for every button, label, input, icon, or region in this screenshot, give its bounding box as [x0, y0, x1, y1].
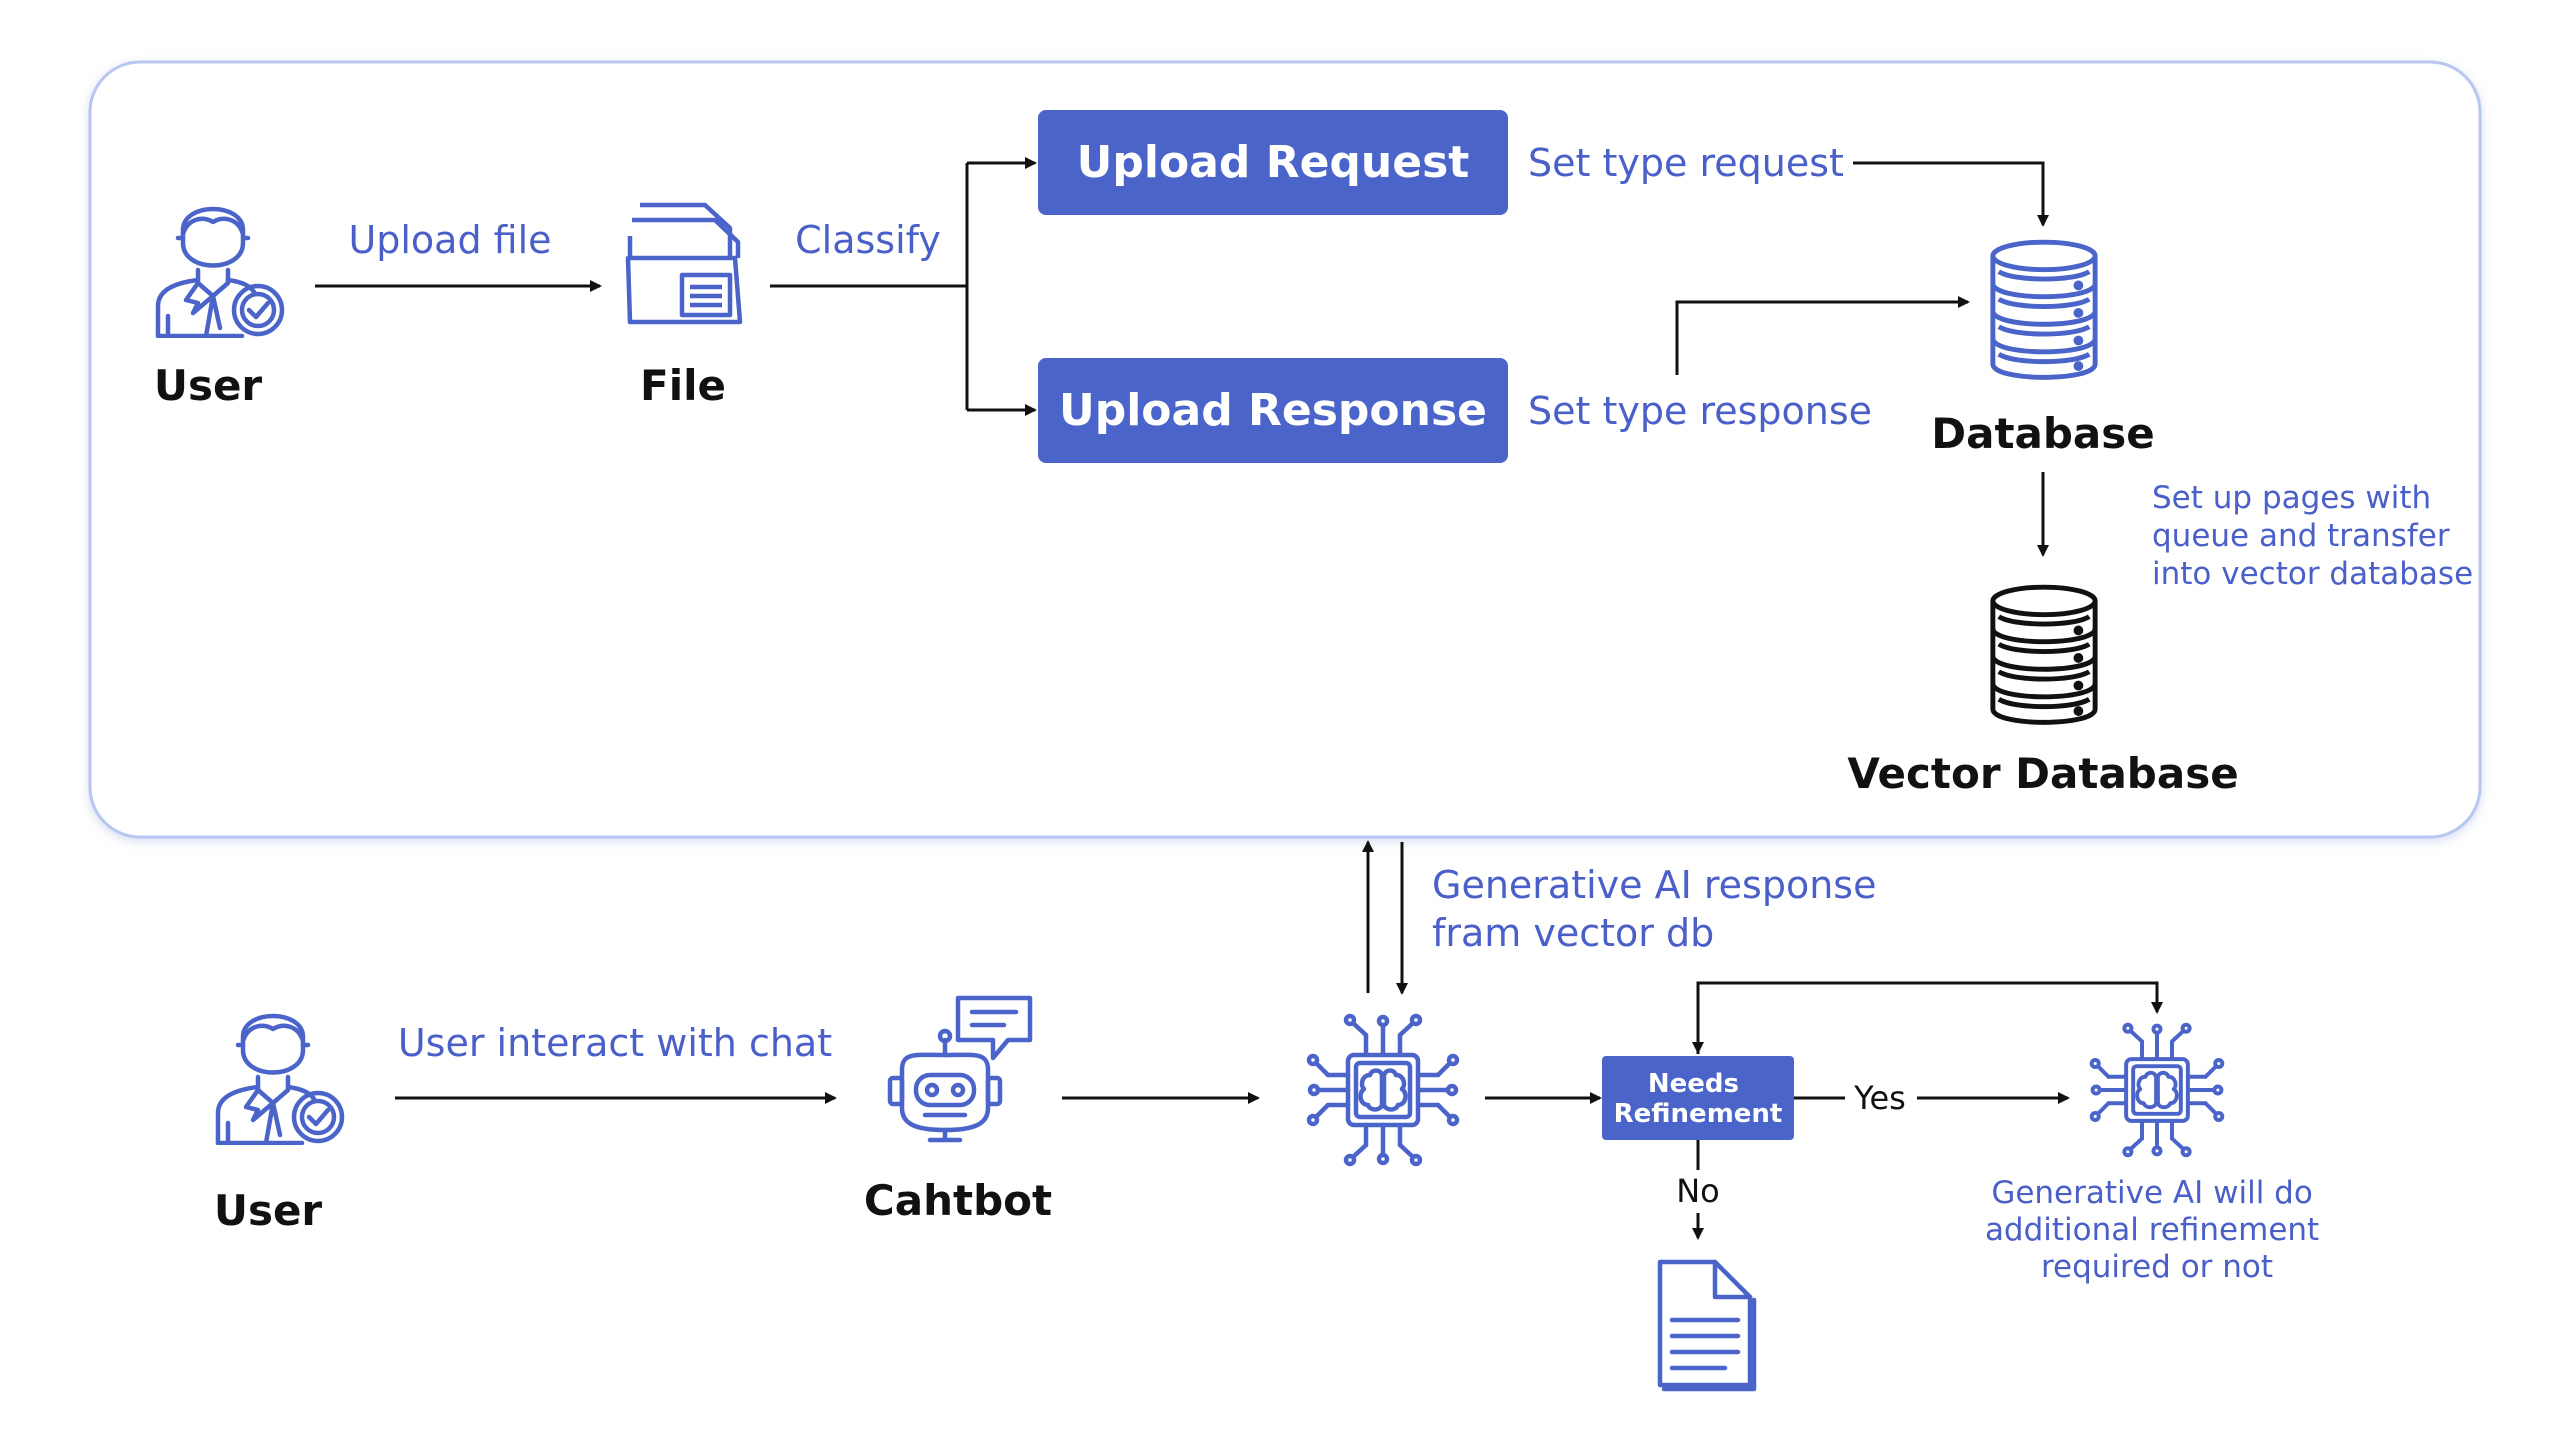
needs-refinement-line-2: Refinement [1614, 1099, 1783, 1129]
ai-chip-icon [1309, 1016, 1457, 1164]
refinement-note-line-3: required or not [2041, 1249, 2273, 1285]
user-interact-label: User interact with chat [398, 1021, 832, 1065]
classify-label: Classify [795, 218, 941, 262]
chatbot-label: Cahtbot [864, 1176, 1052, 1225]
refinement-note: Generative AI will do additional refinem… [1985, 1175, 2329, 1285]
genai-response-note: Generative AI response fram vector db [1432, 863, 1889, 955]
refinement-loop-arrow [1696, 981, 2163, 1054]
upload-response-label: Upload Response [1059, 385, 1487, 436]
set-type-response-label: Set type response [1528, 389, 1872, 433]
genai-response-line-2: fram vector db [1432, 911, 1714, 955]
upload-response-button[interactable]: Upload Response [1038, 358, 1508, 463]
refinement-note-line-2: additional refinement [1985, 1212, 2319, 1248]
yes-label: Yes [1853, 1079, 1906, 1117]
set-type-request-label: Set type request [1528, 141, 1844, 185]
user-icon [218, 1016, 342, 1143]
top-user-label: User [154, 361, 263, 410]
response-to-database-arrow [1675, 296, 1970, 375]
genai-response-line-1: Generative AI response [1432, 863, 1876, 907]
setup-note: Set up pages with queue and transfer int… [2152, 480, 2473, 592]
setup-note-line-2: queue and transfer [2152, 518, 2450, 554]
bottom-user-label: User [214, 1186, 323, 1235]
database-label: Database [1931, 409, 2155, 458]
ai-chip-icon [2089, 1022, 2225, 1158]
no-label: No [1676, 1172, 1720, 1210]
document-icon [1657, 1259, 1757, 1392]
svg-text:Needs Refinement: Needs Refinement [1614, 1069, 1783, 1129]
upload-file-label: Upload file [348, 218, 551, 262]
file-folder-icon [625, 202, 743, 325]
request-to-database-arrow [1853, 161, 2049, 227]
vector-database-label: Vector Database [1847, 749, 2238, 798]
refinement-note-line-1: Generative AI will do [1991, 1175, 2313, 1211]
needs-refinement-box: Needs Refinement [1602, 1056, 1794, 1140]
chatbot-icon [887, 995, 1033, 1143]
upload-request-button[interactable]: Upload Request [1038, 110, 1508, 215]
upload-request-label: Upload Request [1077, 137, 1470, 188]
setup-note-line-1: Set up pages with [2152, 480, 2431, 516]
file-label: File [640, 361, 726, 410]
setup-note-line-3: into vector database [2152, 556, 2473, 592]
needs-refinement-line-1: Needs [1648, 1069, 1739, 1099]
